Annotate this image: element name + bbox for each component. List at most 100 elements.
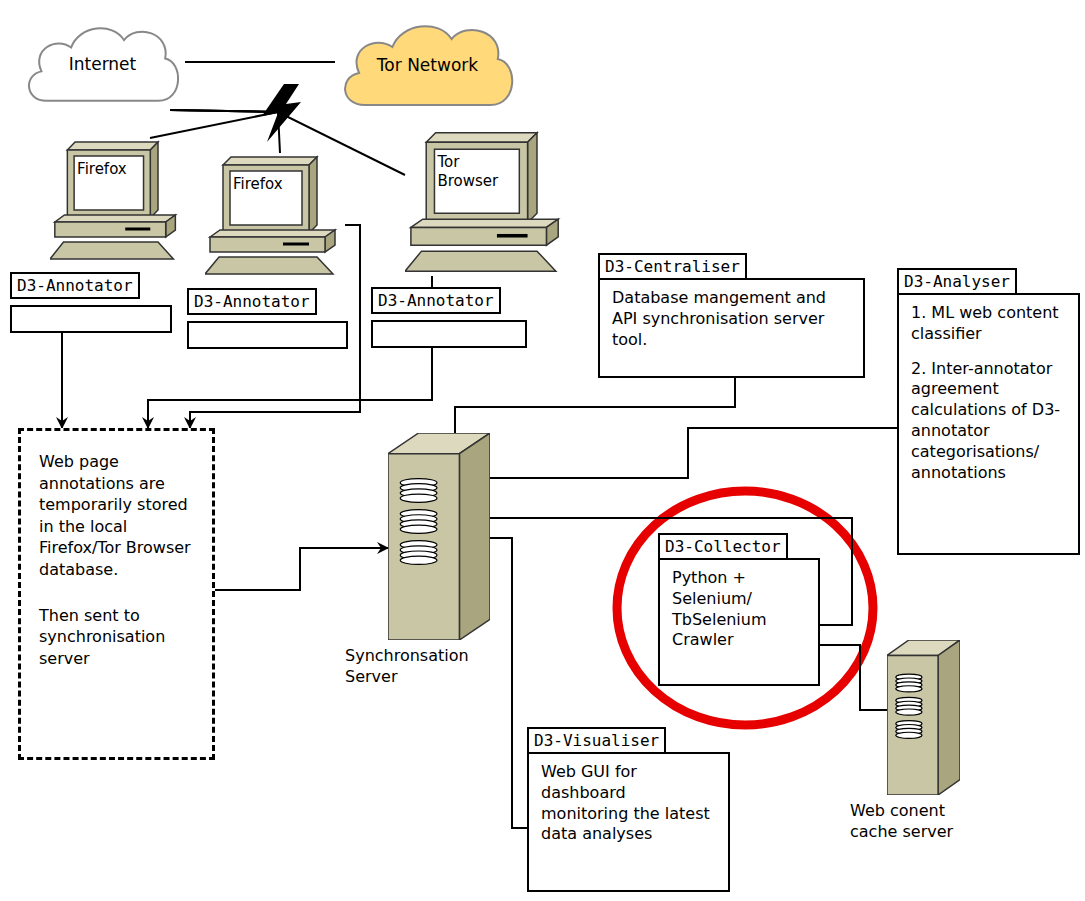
monitor-side — [150, 142, 158, 218]
drive-slot — [125, 228, 150, 231]
computer-node: Firefox — [50, 138, 185, 263]
monitor-side — [528, 133, 537, 223]
base-front — [55, 222, 166, 237]
cloud-label: Tor Network — [335, 15, 520, 115]
drive-slot — [497, 234, 528, 238]
drive-slot — [283, 243, 309, 246]
connector-line — [455, 378, 735, 433]
component-description: Web GUI for dashboard monitoring the lat… — [541, 762, 716, 845]
monitor-front — [223, 165, 309, 233]
monitor-screen — [74, 156, 143, 210]
computer-node: Firefox — [205, 153, 345, 278]
server-illustration — [887, 640, 960, 795]
screen-label: Firefox — [230, 171, 302, 225]
connector-line — [61, 333, 63, 428]
disk-platter — [400, 494, 437, 502]
connector-line — [150, 110, 278, 138]
keyboard — [50, 242, 173, 259]
component-name: D3-Annotator — [10, 272, 140, 299]
monitor-front — [67, 150, 150, 218]
cloud-node: Tor Network — [335, 15, 520, 115]
component-box: D3-VisualiserWeb GUI for dashboard monit… — [527, 727, 730, 892]
keyboard — [405, 251, 556, 271]
storage-note-box: Web page annotations are temporarily sto… — [18, 428, 215, 760]
disk-platter — [400, 556, 437, 564]
base-side — [325, 230, 335, 252]
component-description: 2. Inter-annotator agreement calculation… — [911, 359, 1066, 484]
note-text: Web page annotations are temporarily sto… — [39, 451, 194, 581]
monitor-top — [223, 157, 317, 165]
server-label: Web conent cache server — [850, 801, 985, 843]
component-name: D3-Collector — [658, 533, 788, 560]
connector-line — [185, 61, 335, 63]
server-node: Web conent cache server — [850, 640, 985, 851]
component-name: D3-Analyser — [897, 268, 1017, 295]
connector-line — [215, 548, 388, 590]
monitor-top — [426, 133, 537, 142]
server-label: Synchronsation Server — [345, 646, 505, 688]
connector-line — [820, 645, 887, 710]
screen-label: Tor Browser — [434, 149, 519, 213]
cloud-label: Internet — [20, 18, 185, 110]
annotator-body — [371, 320, 527, 348]
component-body: 1. ML web content classifier 2. Inter-ann… — [897, 293, 1080, 555]
tower-side — [938, 640, 960, 795]
server-node: Synchronsation Server — [345, 433, 505, 696]
highlight-circle — [617, 491, 873, 725]
monitor-side — [309, 157, 317, 233]
base-side — [166, 215, 176, 237]
annotator-node: D3-Annotator — [371, 287, 527, 348]
component-description: Database mangement and API synchronisati… — [612, 288, 851, 350]
tower-front — [887, 656, 938, 796]
annotator-body — [187, 321, 348, 349]
base-front — [210, 237, 325, 252]
monitor-screen — [434, 149, 519, 213]
connector-line — [431, 276, 433, 287]
disk-platter — [896, 709, 922, 715]
component-description: Python + Selenium/ TbSelenium Crawler — [672, 568, 806, 651]
component-name: D3-Centraliser — [598, 253, 747, 280]
note-text: Then sent to synchronisation server — [39, 605, 194, 670]
tower-side — [459, 433, 490, 640]
monitor-top — [67, 142, 158, 150]
component-box: D3-Analyser 1. ML web content classifier 2… — [897, 268, 1080, 555]
component-box: D3-CentraliserDatabase mangement and API… — [598, 253, 865, 378]
annotator-body — [10, 305, 172, 333]
base-side — [546, 219, 558, 245]
base-top — [55, 215, 176, 222]
tower-front — [388, 454, 459, 640]
server-tower — [887, 640, 960, 795]
server-tower — [388, 433, 490, 640]
server-illustration — [388, 433, 490, 640]
component-description: 1. ML web content classifier — [911, 303, 1066, 345]
component-name: D3-Annotator — [187, 288, 317, 315]
connector-line — [170, 110, 280, 153]
base-top — [411, 219, 558, 227]
base-top — [210, 230, 335, 237]
component-body: Python + Selenium/ TbSelenium Crawler — [658, 558, 820, 686]
connector-line — [148, 348, 432, 428]
computer-illustration — [50, 138, 185, 263]
base-front — [411, 227, 547, 245]
computer-illustration — [405, 128, 570, 276]
keyboard — [205, 257, 333, 274]
cloud-node: Internet — [20, 18, 185, 110]
computer-illustration — [205, 153, 345, 278]
component-body: Database mangement and API synchronisati… — [598, 278, 865, 378]
monitor-screen — [230, 171, 302, 225]
computer-node: Tor Browser — [405, 128, 570, 276]
component-box: D3-CollectorPython + Selenium/ TbSeleniu… — [658, 533, 820, 686]
connector-line — [490, 538, 527, 828]
disk-platter — [896, 732, 922, 738]
component-name: D3-Visualiser — [527, 727, 666, 754]
annotator-node: D3-Annotator — [187, 288, 348, 349]
screen-label: Firefox — [74, 156, 143, 210]
component-name: D3-Annotator — [371, 287, 501, 314]
monitor-front — [426, 142, 527, 223]
disk-platter — [400, 525, 437, 533]
disk-platter — [896, 686, 922, 692]
component-body: Web GUI for dashboard monitoring the lat… — [527, 752, 730, 892]
connector-line — [490, 428, 897, 478]
